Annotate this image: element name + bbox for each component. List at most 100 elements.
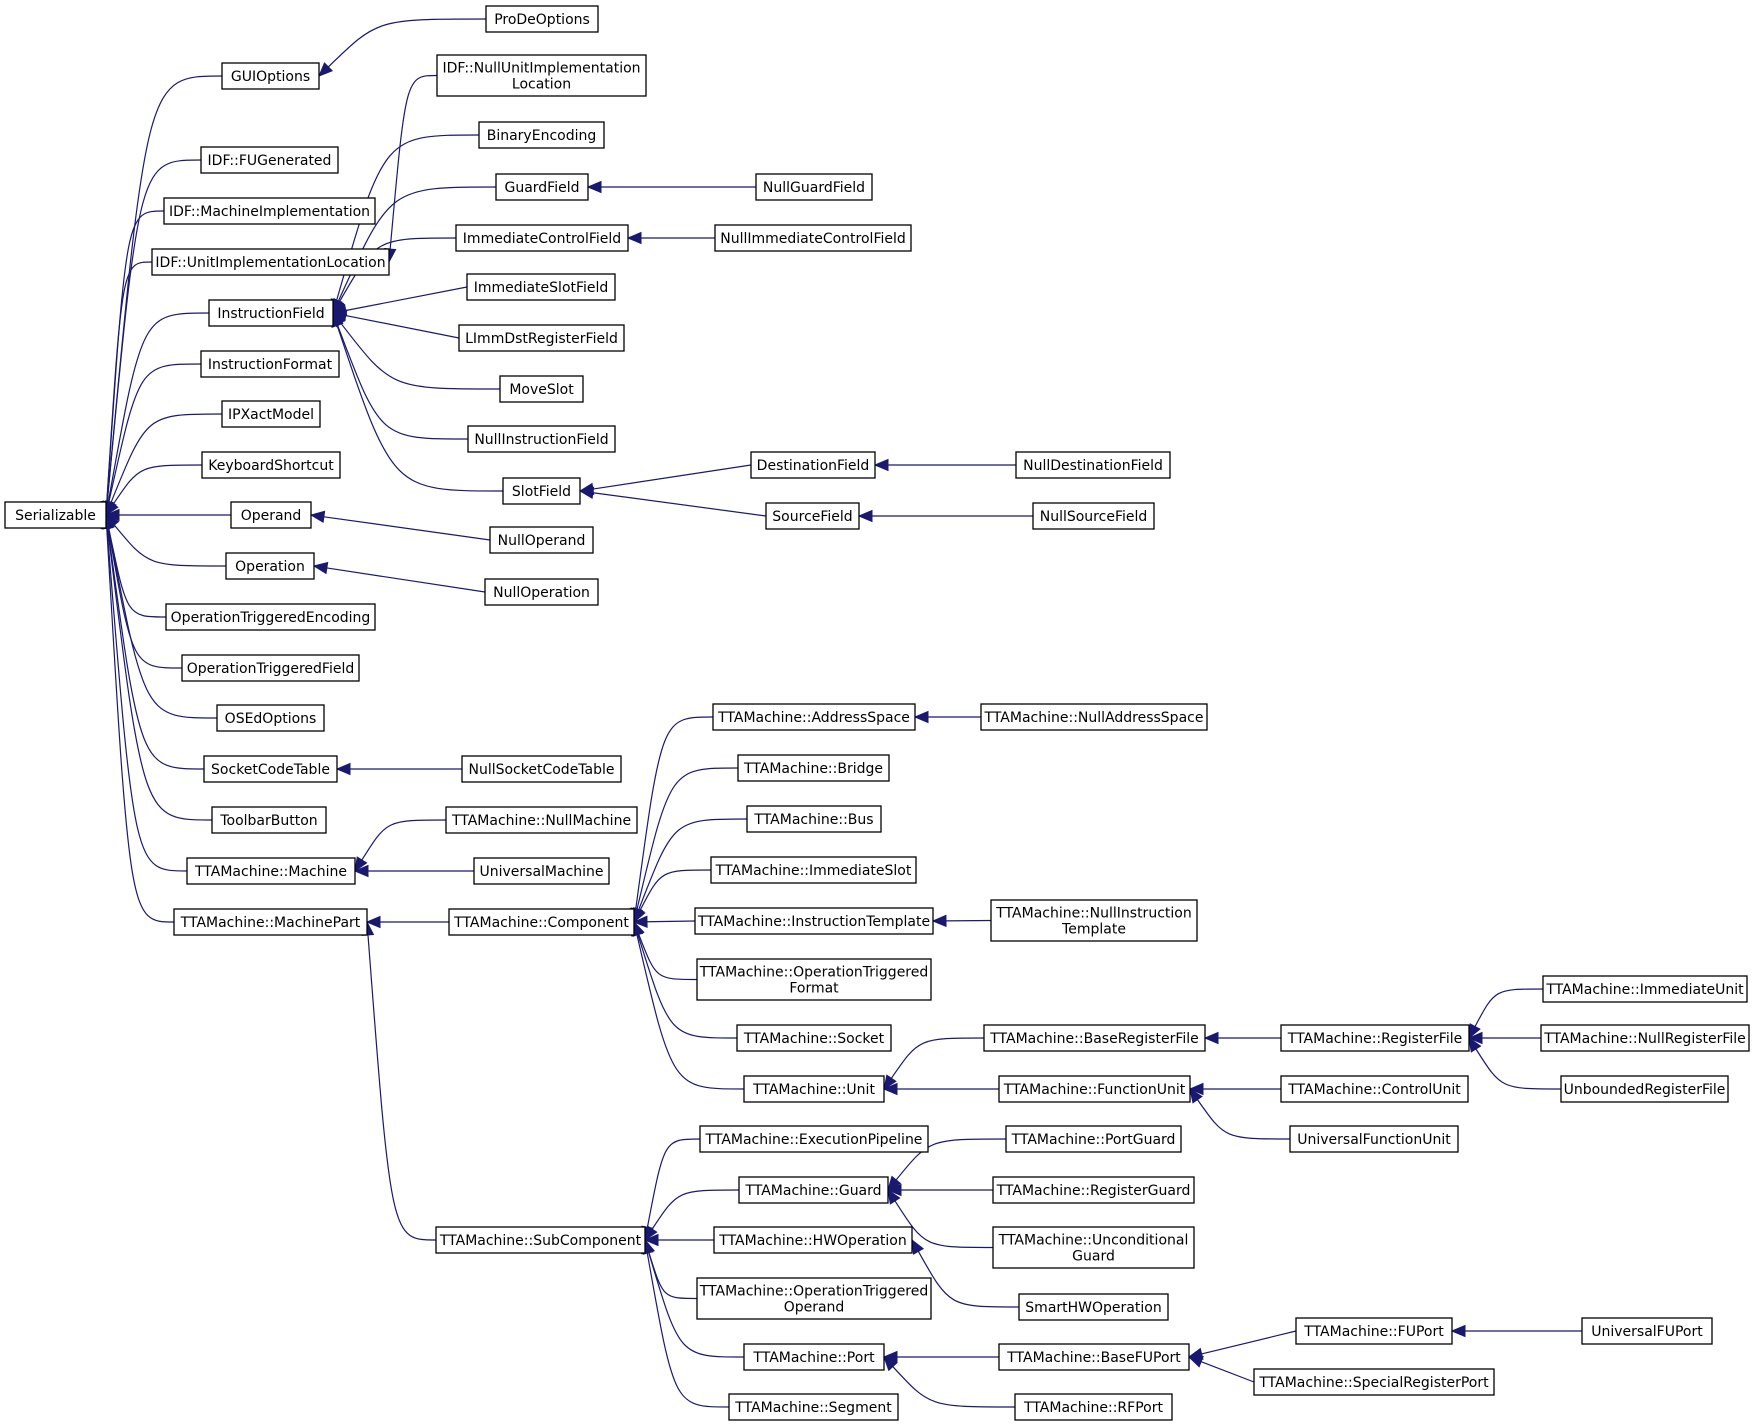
- class-node-functionunit[interactable]: TTAMachine::FunctionUnit: [998, 1075, 1191, 1103]
- class-node-operand[interactable]: Operand: [230, 501, 312, 529]
- edge-arrowhead: [887, 1175, 902, 1191]
- class-node-slotfield[interactable]: SlotField: [502, 477, 581, 505]
- class-node-nulladdressspace[interactable]: TTAMachine::NullAddressSpace: [980, 703, 1208, 731]
- class-node-keyboard[interactable]: KeyboardShortcut: [201, 451, 341, 479]
- class-node-osedoptions[interactable]: OSEdOptions: [216, 704, 325, 732]
- class-node-fuport[interactable]: TTAMachine::FUPort: [1295, 1317, 1453, 1345]
- class-node-socket[interactable]: TTAMachine::Socket: [736, 1024, 892, 1052]
- edge-arrowhead: [886, 1183, 902, 1197]
- class-node-instructionfield[interactable]: InstructionField: [208, 299, 334, 327]
- edge-line: [1200, 1361, 1255, 1383]
- class-node-immcontrolfield[interactable]: ImmediateControlField: [455, 224, 629, 252]
- class-node-socketcodetable[interactable]: SocketCodeTable: [203, 755, 338, 783]
- class-node-sourcefield[interactable]: SourceField: [765, 502, 860, 530]
- class-node-nullmachine[interactable]: TTAMachine::NullMachine: [445, 806, 638, 834]
- class-node-limmdst[interactable]: LImmDstRegisterField: [458, 324, 625, 352]
- class-node-operation[interactable]: Operation: [225, 552, 315, 580]
- class-node-prodeoptions[interactable]: ProDeOptions: [485, 5, 599, 33]
- class-node-port[interactable]: TTAMachine::Port: [743, 1343, 885, 1371]
- class-node-optrigenc[interactable]: OperationTriggeredEncoding: [165, 603, 376, 631]
- class-node-baseregfile[interactable]: TTAMachine::BaseRegisterFile: [983, 1024, 1206, 1052]
- class-box: [743, 1075, 885, 1103]
- class-node-registerguard[interactable]: TTAMachine::RegisterGuard: [992, 1176, 1195, 1204]
- class-box: [743, 1343, 885, 1371]
- class-node-immediateslot[interactable]: TTAMachine::ImmediateSlot: [710, 856, 917, 884]
- class-node-universalfuport[interactable]: UniversalFUPort: [1581, 1317, 1713, 1345]
- class-node-machinepart[interactable]: TTAMachine::MachinePart: [173, 908, 368, 936]
- class-node-nullsocketcodetable[interactable]: NullSocketCodeTable: [461, 755, 622, 783]
- class-node-nullguardfield[interactable]: NullGuardField: [755, 173, 873, 201]
- edge-arrowhead: [873, 458, 889, 472]
- edge-line: [107, 527, 183, 669]
- class-node-machineimpl[interactable]: IDF::MachineImplementation: [163, 197, 376, 225]
- class-node-universalfu[interactable]: UniversalFunctionUnit: [1289, 1125, 1459, 1153]
- class-node-guardfield[interactable]: GuardField: [495, 173, 589, 201]
- class-node-machine[interactable]: TTAMachine::Machine: [186, 857, 356, 885]
- inheritance-edge-socketcodetable-nullsocketcodetable: [335, 762, 462, 776]
- inheritance-edge-guard-uncondguard: [887, 1188, 994, 1249]
- class-node-specialregport[interactable]: TTAMachine::SpecialRegisterPort: [1253, 1368, 1495, 1396]
- class-node-unit[interactable]: TTAMachine::Unit: [743, 1075, 885, 1103]
- class-node-smarthwop[interactable]: SmartHWOperation: [1018, 1293, 1169, 1321]
- class-name: Operand: [784, 1300, 845, 1316]
- class-node-fugenerated[interactable]: IDF::FUGenerated: [200, 146, 339, 174]
- class-name: TTAMachine::AddressSpace: [717, 710, 910, 726]
- class-node-regfile[interactable]: TTAMachine::RegisterFile: [1280, 1024, 1470, 1052]
- class-node-unboundedrf[interactable]: UnboundedRegisterFile: [1560, 1075, 1729, 1103]
- class-node-toolbarbutton[interactable]: ToolbarButton: [211, 806, 327, 834]
- class-name: TTAMachine::NullMachine: [451, 813, 631, 829]
- class-node-instrtemplate[interactable]: TTAMachine::InstructionTemplate: [694, 907, 934, 935]
- class-node-optrigfield[interactable]: OperationTriggeredField: [181, 654, 360, 682]
- class-node-execpipeline[interactable]: TTAMachine::ExecutionPipeline: [699, 1125, 929, 1153]
- class-node-hwoperation[interactable]: TTAMachine::HWOperation: [713, 1226, 913, 1254]
- class-node-guard[interactable]: TTAMachine::Guard: [738, 1176, 889, 1204]
- edge-line: [648, 1252, 745, 1358]
- class-box: [1032, 502, 1155, 530]
- edge-arrowhead: [913, 710, 929, 724]
- class-node-destfield[interactable]: DestinationField: [750, 451, 876, 479]
- class-node-binaryencoding[interactable]: BinaryEncoding: [478, 121, 605, 149]
- class-node-nulloperand[interactable]: NullOperand: [489, 526, 594, 554]
- class-node-instructionformat[interactable]: InstructionFormat: [200, 350, 340, 378]
- class-node-portguard[interactable]: TTAMachine::PortGuard: [1005, 1125, 1182, 1153]
- class-node-nullregfile[interactable]: TTAMachine::NullRegisterFile: [1540, 1024, 1750, 1052]
- class-node-addressspace[interactable]: TTAMachine::AddressSpace: [712, 703, 916, 731]
- class-node-bus[interactable]: TTAMachine::Bus: [746, 805, 882, 833]
- class-node-bridge[interactable]: TTAMachine::Bridge: [737, 754, 890, 782]
- class-node-basefuport[interactable]: TTAMachine::BaseFUPort: [998, 1343, 1190, 1371]
- inheritance-edge-instructionfield-nullinstrfield: [331, 311, 469, 440]
- class-node-nullinstrfield[interactable]: NullInstructionField: [467, 425, 616, 453]
- inheritance-edge-fuport-universalfuport: [1450, 1324, 1582, 1338]
- class-node-serializable[interactable]: Serializable: [4, 501, 107, 529]
- class-node-moveslot[interactable]: MoveSlot: [499, 375, 584, 403]
- class-name: SocketCodeTable: [211, 762, 330, 778]
- class-node-ipxact[interactable]: IPXactModel: [221, 400, 321, 428]
- class-name: TTAMachine::Socket: [743, 1031, 885, 1047]
- class-box: [466, 273, 616, 301]
- class-node-immunit[interactable]: TTAMachine::ImmediateUnit: [1542, 975, 1748, 1003]
- class-node-unitimplloc[interactable]: IDF::UnitImplementationLocation: [151, 248, 390, 276]
- edge-line: [635, 716, 714, 910]
- class-name: UniversalFUPort: [1591, 1324, 1703, 1340]
- edge-arrowhead: [318, 62, 334, 77]
- class-node-guioptions[interactable]: GUIOptions: [221, 62, 320, 90]
- class-node-component[interactable]: TTAMachine::Component: [448, 908, 635, 936]
- class-node-rfport[interactable]: TTAMachine::RFPort: [1014, 1393, 1173, 1421]
- class-node-controlunit[interactable]: TTAMachine::ControlUnit: [1280, 1075, 1469, 1103]
- class-node-immslotfield[interactable]: ImmediateSlotField: [466, 273, 616, 301]
- class-node-nulldestfield[interactable]: NullDestinationField: [1015, 451, 1171, 479]
- class-name: TTAMachine::NullInstruction: [995, 906, 1191, 922]
- edge-line: [646, 920, 696, 923]
- class-node-subcomponent[interactable]: TTAMachine::SubComponent: [435, 1226, 646, 1254]
- class-node-nullsourcefield[interactable]: NullSourceField: [1032, 502, 1155, 530]
- class-node-nulloperation[interactable]: NullOperation: [484, 578, 599, 606]
- class-name: IDF::FUGenerated: [208, 153, 332, 169]
- class-node-nullimmcontrolfield[interactable]: NullImmediateControlField: [714, 224, 912, 252]
- class-node-segment[interactable]: TTAMachine::Segment: [728, 1393, 899, 1421]
- class-node-universalmachine[interactable]: UniversalMachine: [473, 857, 610, 885]
